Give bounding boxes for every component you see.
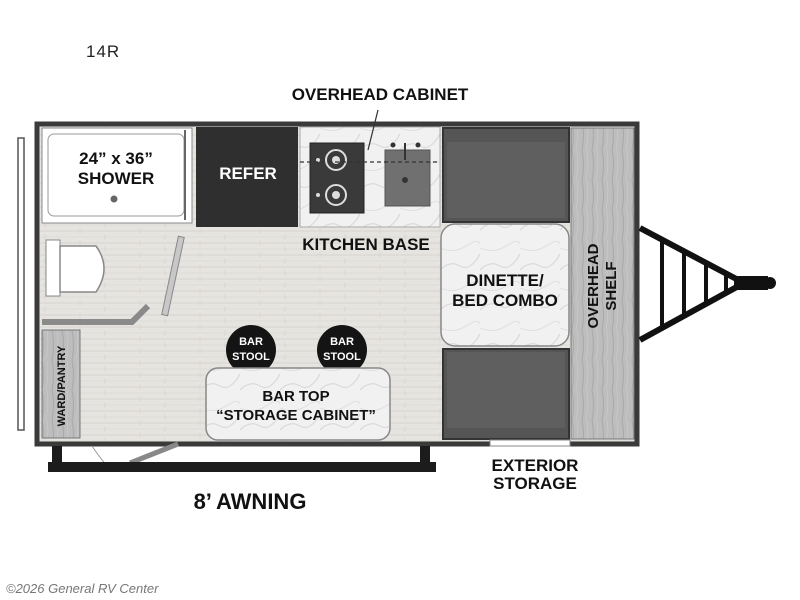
bath-wall [42,303,151,325]
bar-top-label-2: “STORAGE CABINET” [216,407,376,424]
awning-bar [48,462,436,472]
exterior-storage-door [489,439,571,447]
exterior-storage-label-1: EXTERIOR [491,456,579,475]
bar-stool-2 [317,325,367,375]
dinette-label-2: BED COMBO [452,291,558,310]
bar-stool-2-label-1: BAR [330,336,354,348]
ward-pantry-label: WARD/PANTRY [56,345,68,426]
model-number: 14R [86,42,121,61]
refer [196,127,298,227]
overhead-cabinet-leader [367,109,379,151]
overhead-shelf-label-1: OVERHEAD [585,243,602,328]
shower-label-2: SHOWER [78,169,155,188]
entry-door [129,441,179,466]
dinette-table [440,223,570,347]
bar-top-label-1: BAR TOP [262,388,329,405]
ward-pantry [41,329,81,439]
overhead-shelf-label-2: SHELF [603,261,620,310]
dinette-label-1: DINETTE/ [466,271,544,290]
overhead-cabinet-label: OVERHEAD CABINET [291,85,469,104]
exterior-storage-label: EXTERIOR STORAGE [470,457,600,493]
bar-top [205,367,391,441]
bar-stool-1 [226,325,276,375]
shower-label-1: 24” x 36” [79,149,153,168]
rear-bumper [17,137,25,431]
awning-label: 8’ AWNING [193,489,307,514]
watermark: ©2026 General RV Center [6,581,159,596]
bar-stool-1-label-2: STOOL [232,351,270,363]
hitch-tongue [638,225,776,343]
bar-stool-1-label-1: BAR [239,336,263,348]
sink-icon [384,142,431,207]
stove-icon [309,142,365,214]
overhead-shelf [570,127,635,440]
shower-drain [110,195,118,203]
refer-label: REFER [219,164,277,183]
exterior-storage-label-2: STORAGE [493,473,577,493]
toilet-icon [45,239,105,297]
bar-stool-2-label-2: STOOL [323,351,361,363]
kitchen-base-label: KITCHEN BASE [302,235,430,254]
bath-door [161,235,185,317]
